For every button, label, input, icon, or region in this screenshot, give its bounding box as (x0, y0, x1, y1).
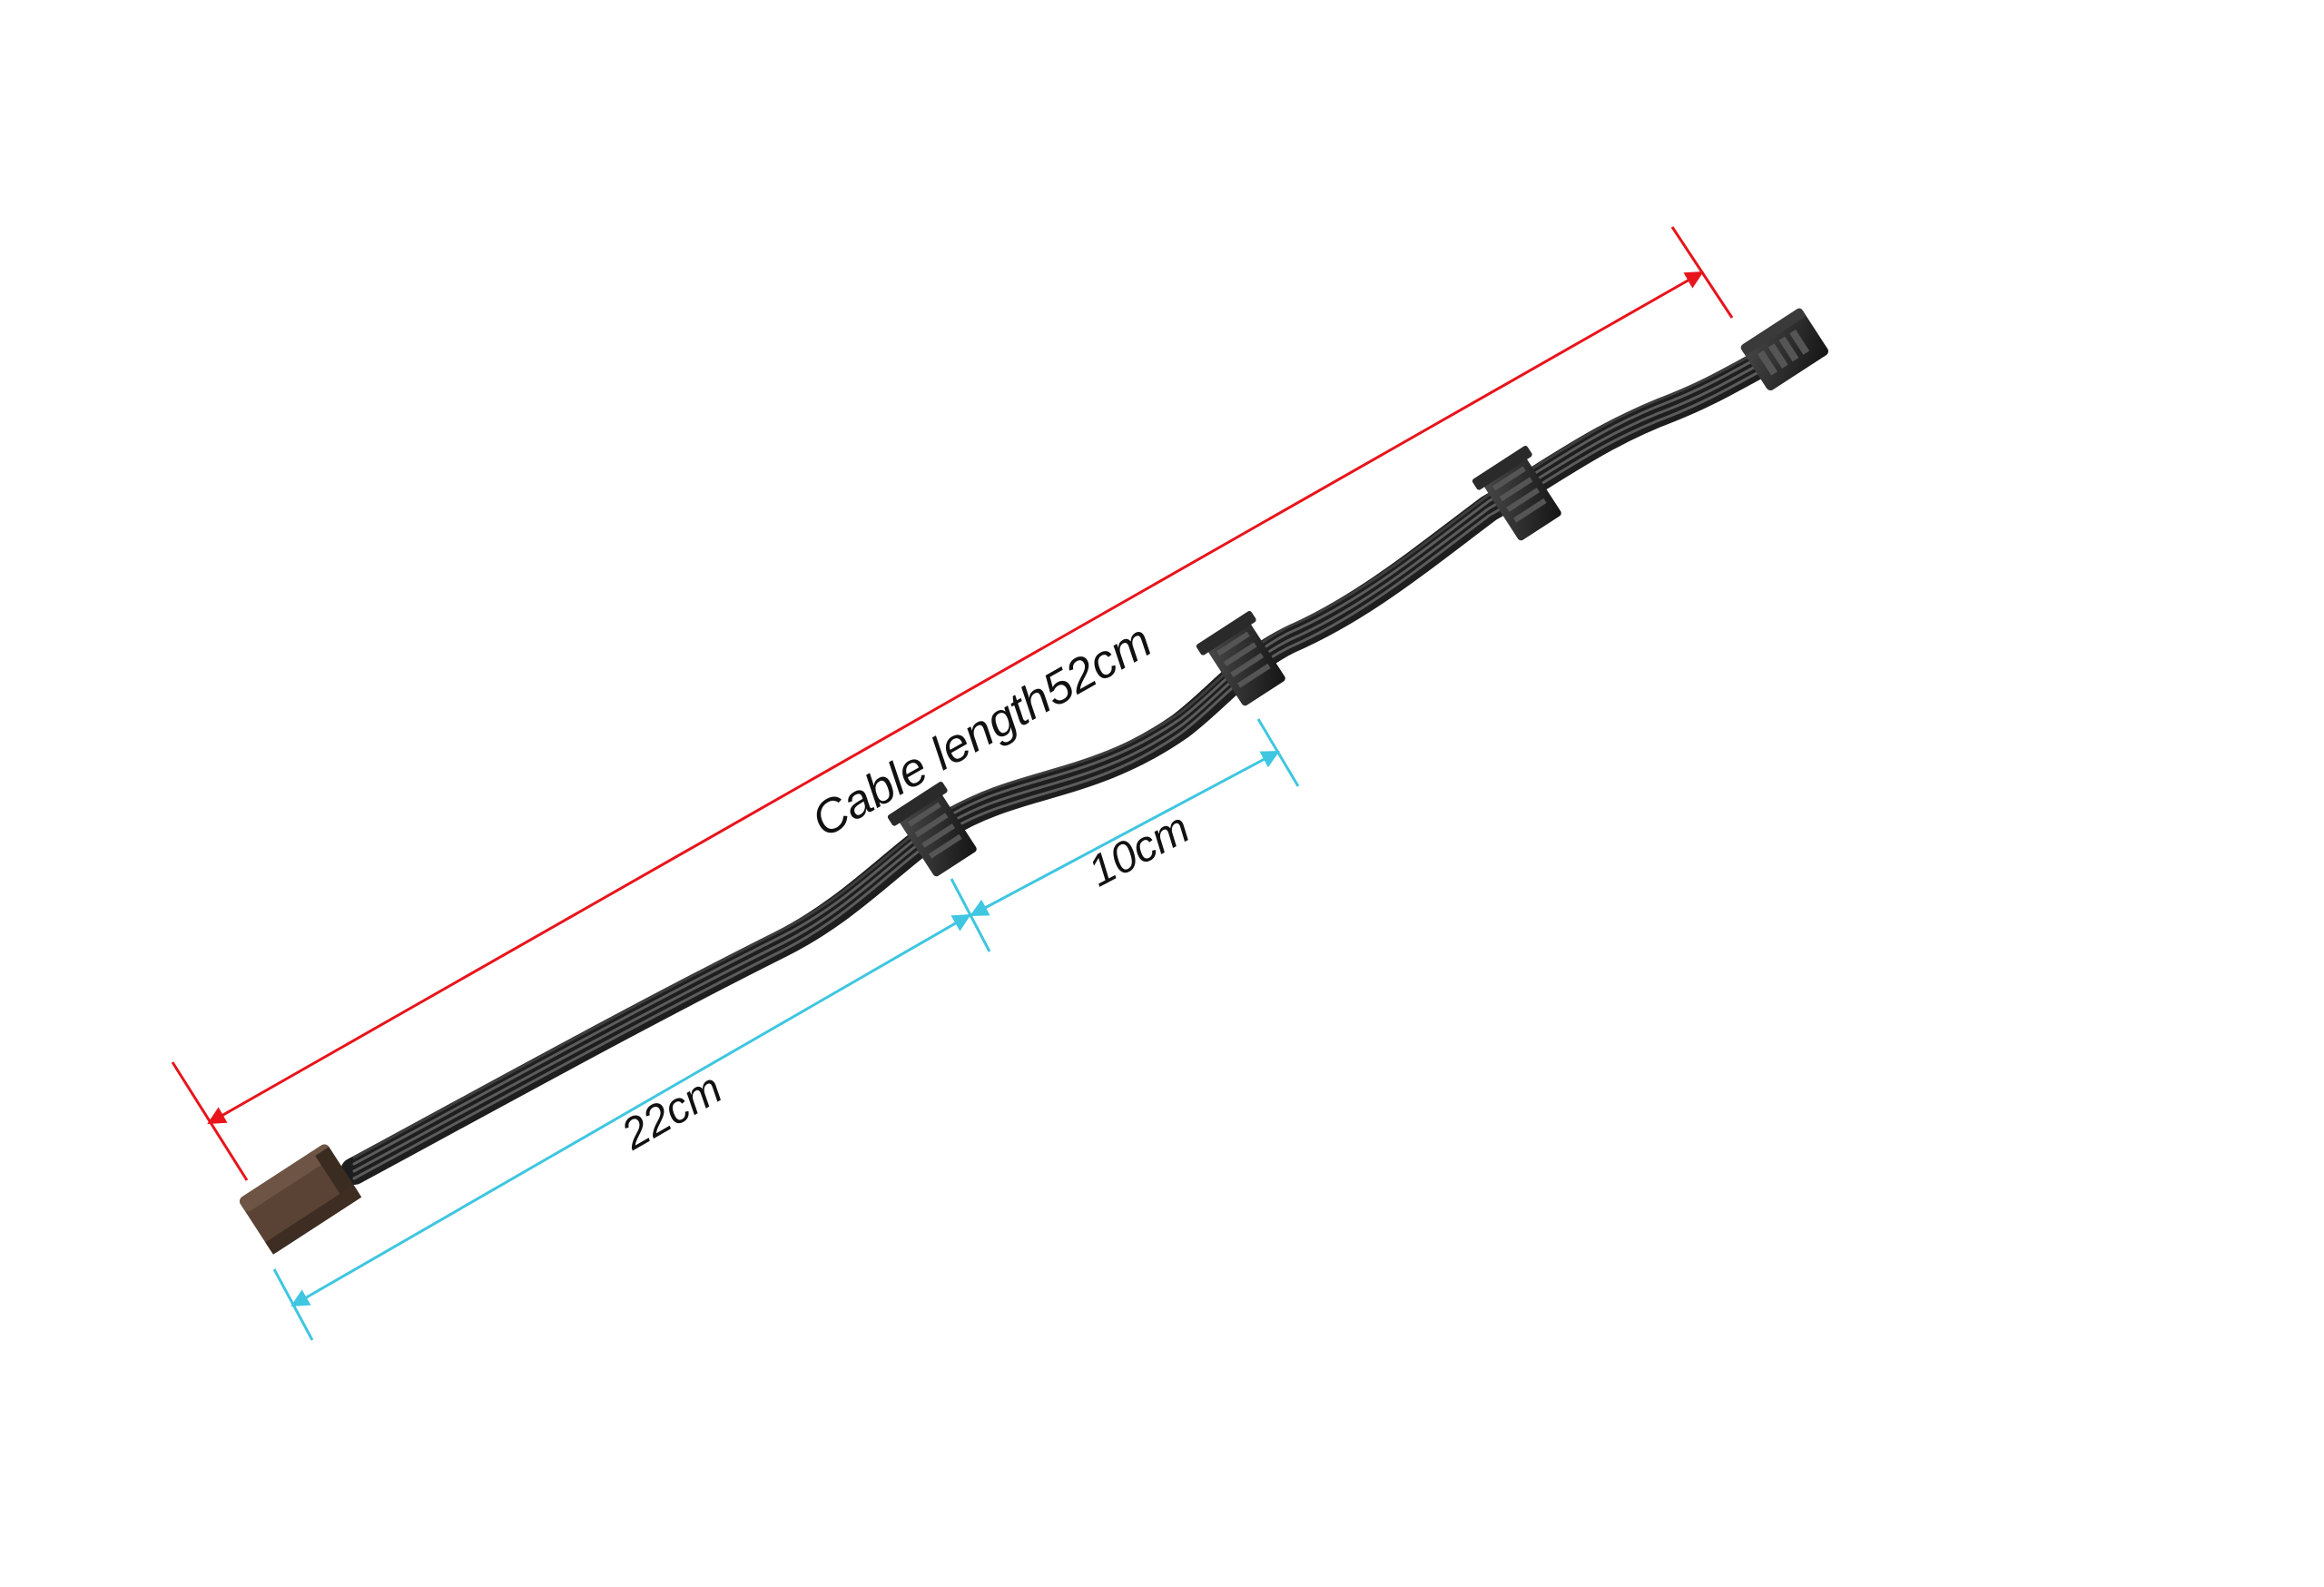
spacing-arrow (970, 750, 1280, 917)
first-segment-dimension: 22cm (272, 878, 991, 1341)
spacing-label: 10cm (1080, 803, 1197, 896)
first-segment-tick-right (950, 878, 991, 952)
input-connector (240, 1144, 362, 1255)
total-length-dimension: Cable length52cm (171, 226, 1734, 1181)
ribbon-cable (340, 339, 1793, 1185)
total-length-arrow (207, 271, 1704, 1125)
first-segment-arrow (290, 913, 971, 1307)
first-segment-label: 22cm (613, 1064, 730, 1159)
output-connector-end (1740, 308, 1828, 391)
